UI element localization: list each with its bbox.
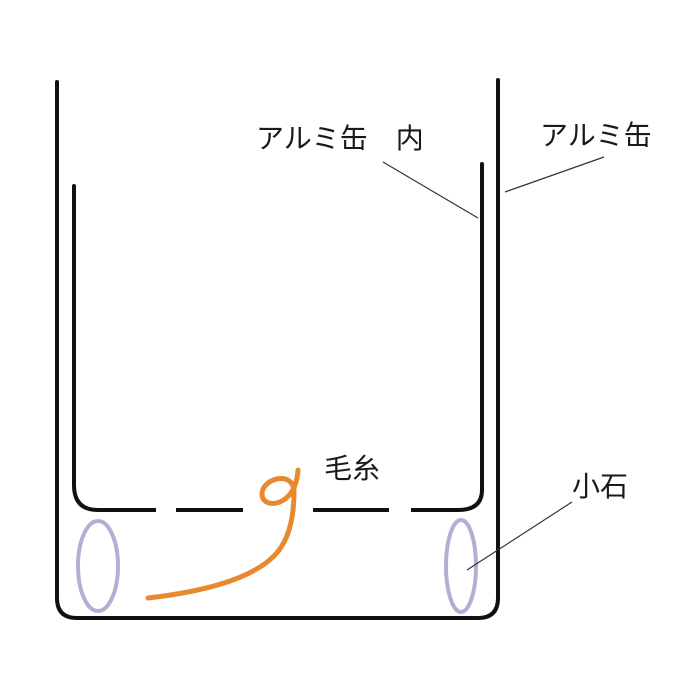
inner-can-right-wall [456,162,484,512]
inner-can-left-wall [72,184,100,512]
label-pebble: 小石 [572,470,628,503]
label-yarn: 毛糸 [324,452,380,485]
pebble-left [76,519,120,613]
leader-line-pebble [466,501,573,571]
outer-can-outline [55,78,500,620]
yarn-wick [145,467,301,601]
label-inner-can: アルミ缶 内 [256,122,424,155]
label-outer-can: アルミ缶 [540,119,652,152]
pebble-right [444,518,478,614]
leader-line-inner-can [382,161,479,219]
leader-line-outer-can [504,156,605,193]
